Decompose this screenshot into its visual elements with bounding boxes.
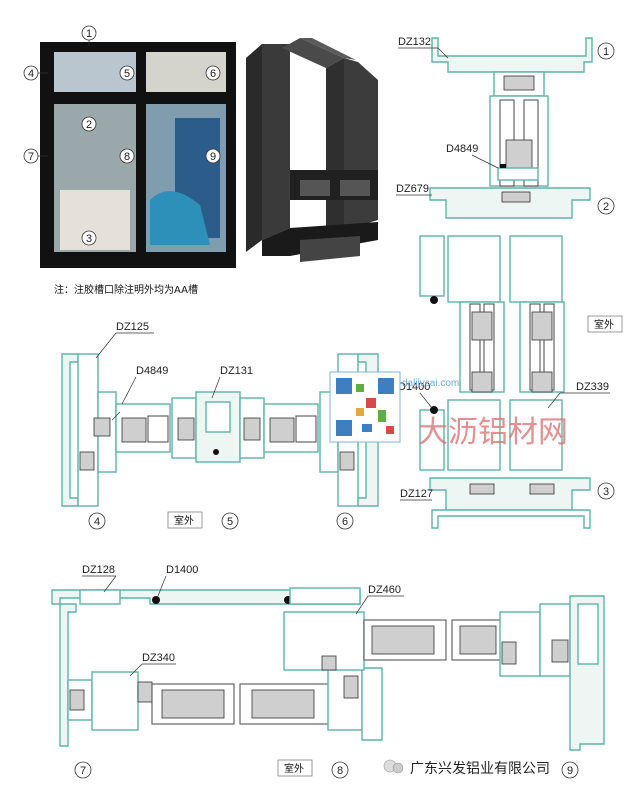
label-dz339: DZ339 [576,381,609,393]
section-number-5: 5 [227,516,233,528]
label-dz128: DZ128 [82,564,115,576]
label-d1400-bottom: D1400 [166,564,198,576]
section-number-8: 8 [337,765,343,777]
profile-3d-render [246,38,378,262]
photo-marker-7: 7 [28,151,34,163]
section-number-6: 6 [342,516,348,528]
section-number-7: 7 [80,765,86,777]
footer-badge [383,759,404,774]
section-vertical-right-labels: DZ132 D4849 DZ679 D1400 DZ339 DZ127 1 2 … [396,36,623,501]
footer-company-name: 广东兴发铝业有限公司 [410,761,550,777]
photo-marker-1: 1 [86,28,92,40]
photo-markers: 1 4 5 6 7 2 8 9 3 [23,25,221,246]
room-label-exterior-bottom: 室外 [284,762,304,775]
section-horizontal-middle [61,353,379,507]
label-d4849-mid: D4849 [136,365,168,377]
photo-marker-2: 2 [86,119,92,131]
label-dz127: DZ127 [400,488,433,500]
photo-marker-3: 3 [86,233,92,245]
label-dz340: DZ340 [142,652,175,664]
note-text: 注：注胶槽口除注明外均为AA槽 [54,283,198,296]
watermark-url: dalilvcai.com [402,378,459,389]
section-number-3: 3 [603,486,609,498]
section-number-4: 4 [94,516,100,528]
photo-marker-8: 8 [124,151,130,163]
label-d4849-top: D4849 [446,143,478,155]
label-dz679: DZ679 [396,183,429,195]
room-label-exterior-mid: 室外 [174,514,194,527]
photo-marker-6: 6 [210,68,216,80]
room-label-exterior-right: 室外 [594,318,614,331]
section-horizontal-bottom-labels: DZ128 D1400 DZ460 DZ340 7 8 9 室外 [74,564,579,779]
label-d1400-mid: D1400 [398,381,430,393]
watermark-brand: 大沥铝材网 [418,415,568,450]
section-number-1: 1 [603,46,609,58]
section-vertical-right [419,37,593,529]
photo-marker-9: 9 [210,151,216,163]
section-number-9: 9 [567,765,573,777]
window-photo [40,42,236,268]
photo-marker-4: 4 [28,68,34,80]
label-dz125: DZ125 [116,321,149,333]
section-number-2: 2 [603,201,609,213]
section-horizontal-middle-labels: DZ125 D4849 DZ131 4 5 6 室外 [88,321,354,530]
watermark-qr-code [329,371,401,443]
photo-marker-5: 5 [124,68,130,80]
section-horizontal-bottom [51,587,605,751]
label-dz131: DZ131 [220,365,253,377]
label-dz460: DZ460 [368,584,401,596]
label-dz132: DZ132 [398,36,431,48]
